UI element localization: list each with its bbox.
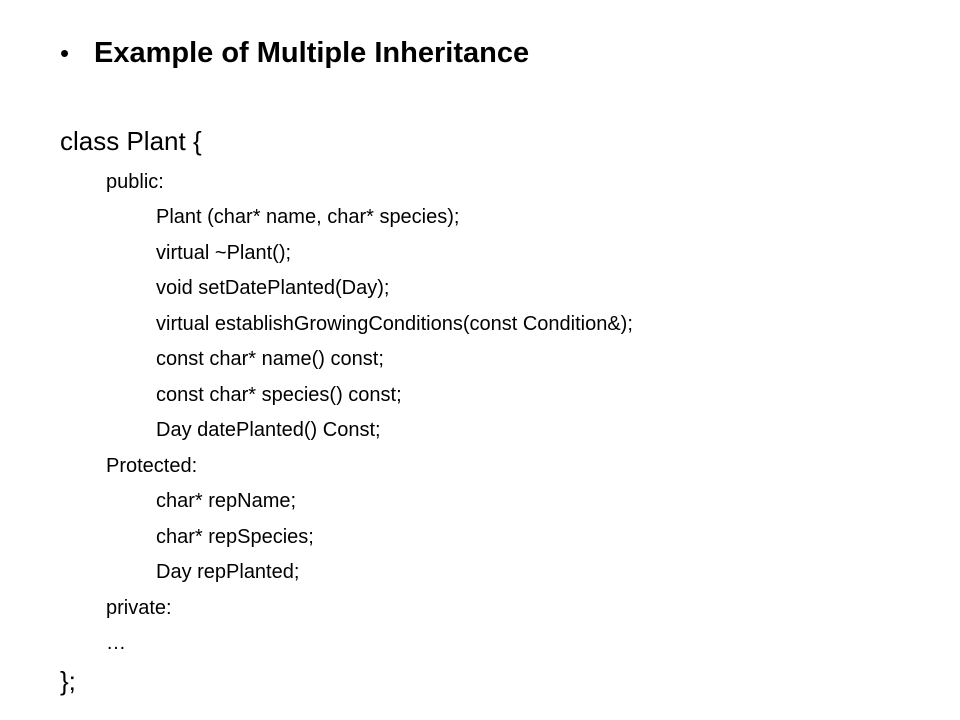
public-member-line: void setDatePlanted(Day); — [156, 277, 390, 300]
class-declaration: class Plant { — [60, 126, 202, 156]
public-member-line: virtual ~Plant(); — [156, 241, 292, 264]
protected-member-line: char* repName; — [156, 490, 297, 513]
public-member-line: virtual establishGrowingConditions(const… — [156, 312, 633, 335]
title-bullet-item: • Example of Multiple Inheritance — [60, 30, 529, 76]
protected-member-line: char* repSpecies; — [156, 525, 314, 548]
private-access-label: private: — [106, 596, 172, 619]
public-member-line: Day datePlanted() Const; — [156, 419, 381, 442]
protected-member-line: Day repPlanted; — [156, 561, 300, 584]
private-member-ellipsis: … — [106, 632, 126, 655]
public-member-line: const char* name() const; — [156, 348, 384, 371]
public-member-line: const char* species() const; — [156, 383, 402, 406]
bullet-icon: • — [60, 38, 70, 68]
public-access-label: public: — [106, 170, 164, 193]
class-closing-brace: }; — [60, 666, 76, 696]
protected-access-label: Protected: — [106, 454, 198, 477]
code-block: class Plant { public: Plant (char* name,… — [60, 118, 940, 701]
slide-title: Example of Multiple Inheritance — [94, 36, 530, 69]
public-member-line: Plant (char* name, char* species); — [156, 206, 460, 229]
